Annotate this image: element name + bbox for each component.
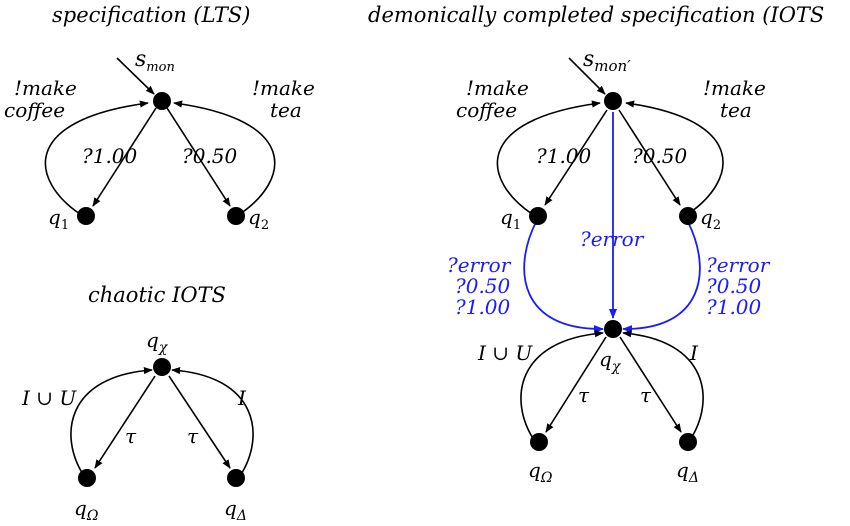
spec-state-s [153, 92, 171, 110]
demonic-state-qdelta [679, 433, 697, 451]
demonic-edge-qdelta-qchi [622, 330, 704, 441]
spec-q1-label: q1 [48, 205, 69, 233]
demonic-right-err-2: ?0.50 [706, 274, 762, 298]
demonic-left-err-3: ?1.00 [455, 295, 511, 319]
demonic-start-label: smon′ [583, 47, 631, 75]
demonic-graph: smon′ q1 q2 !make coffee !make tea ?1.00… [447, 47, 771, 486]
demonic-iu-label: I ∪ U [477, 341, 533, 365]
demonic-edge-qchi-qdelta [619, 336, 682, 433]
spec-q2-label: q2 [248, 205, 269, 233]
demonic-state-qomega [530, 433, 548, 451]
chaotic-state-qchi [153, 358, 171, 376]
chaotic-qchi-label: qχ [146, 328, 169, 356]
chaotic-tau-right: τ [187, 424, 199, 448]
spec-edge-q2-s [173, 100, 276, 215]
demonic-right-err-3: ?1.00 [706, 295, 762, 319]
spec-start-label: smon [135, 47, 175, 75]
demonic-q2-label: q2 [700, 205, 721, 233]
title-demonic: demonically completed specification (IOT… [368, 3, 824, 27]
chaotic-graph: qχ qΩ qΔ I ∪ U I τ τ [21, 328, 254, 524]
demonic-state-qchi [604, 320, 622, 338]
chaotic-qdelta-label: qΔ [224, 496, 247, 524]
chaotic-edge-qchi-qomega [94, 375, 156, 469]
demonic-edge-q2-qchi-error [622, 221, 701, 334]
demonic-qchi-label: qχ [599, 347, 622, 375]
demonic-left-err-1: ?error [447, 253, 512, 277]
chaotic-qomega-label: qΩ [74, 496, 99, 524]
spec-in-100: ?1.00 [82, 144, 138, 168]
demonic-state-q2 [679, 207, 697, 225]
demonic-right-err-1: ?error [706, 253, 771, 277]
spec-lts-graph: smon q1 q2 !make coffee !make tea ?1.00 … [4, 47, 315, 233]
chaotic-edge-qdelta-qchi [171, 366, 254, 477]
demonic-left-err-2: ?0.50 [455, 274, 511, 298]
chaotic-edge-qomega-qchi [70, 366, 153, 477]
demonic-tau-left: τ [578, 383, 590, 407]
spec-edge-s-q1 [92, 107, 157, 207]
demonic-edge-q2-s [625, 100, 724, 215]
demonic-tea-line2: tea [720, 98, 752, 122]
demonic-edge-q1-s [496, 100, 601, 215]
spec-tea-line2: tea [270, 98, 302, 122]
title-chaotic: chaotic IOTS [88, 283, 226, 307]
spec-state-q1 [77, 207, 95, 225]
demonic-in-050: ?0.50 [632, 144, 688, 168]
demonic-coffee-line1: !make [466, 76, 529, 100]
demonic-error-mid: ?error [580, 227, 645, 251]
demonic-edge-qomega-qchi [520, 330, 604, 441]
spec-initial-arrow [116, 57, 155, 95]
title-spec-lts: specification (LTS) [52, 3, 250, 27]
demonic-initial-arrow [568, 57, 606, 95]
demonic-coffee-line2: coffee [456, 98, 517, 122]
chaotic-state-qdelta [227, 469, 245, 487]
spec-tea-line1: !make [252, 76, 315, 100]
demonic-state-s [604, 92, 622, 110]
chaotic-state-qomega [78, 469, 96, 487]
spec-in-050: ?0.50 [182, 144, 238, 168]
demonic-edge-s-q2 [618, 109, 681, 206]
spec-coffee-line2: coffee [4, 98, 65, 122]
demonic-tau-right: τ [640, 383, 652, 407]
demonic-qomega-label: qΩ [528, 458, 553, 486]
chaotic-iu-label: I ∪ U [21, 386, 77, 410]
chaotic-tau-left: τ [125, 424, 137, 448]
demonic-edge-q1-qchi-error [523, 221, 604, 334]
chaotic-edge-qchi-qdelta [168, 375, 231, 469]
demonic-qdelta-label: qΔ [676, 458, 699, 486]
demonic-in-100: ?1.00 [536, 144, 592, 168]
spec-coffee-line1: !make [14, 76, 77, 100]
spec-edge-q1-s [44, 100, 149, 215]
spec-edge-s-q2 [166, 107, 231, 207]
spec-state-q2 [227, 207, 245, 225]
demonic-edge-s-q1 [544, 109, 608, 206]
demonic-i-label: I [689, 341, 699, 365]
demonic-q1-label: q1 [500, 205, 521, 233]
demonic-tea-line1: !make [703, 76, 766, 100]
demonic-state-q1 [529, 207, 547, 225]
chaotic-i-label: I [237, 386, 247, 410]
demonic-edge-qchi-qomega [545, 336, 607, 433]
